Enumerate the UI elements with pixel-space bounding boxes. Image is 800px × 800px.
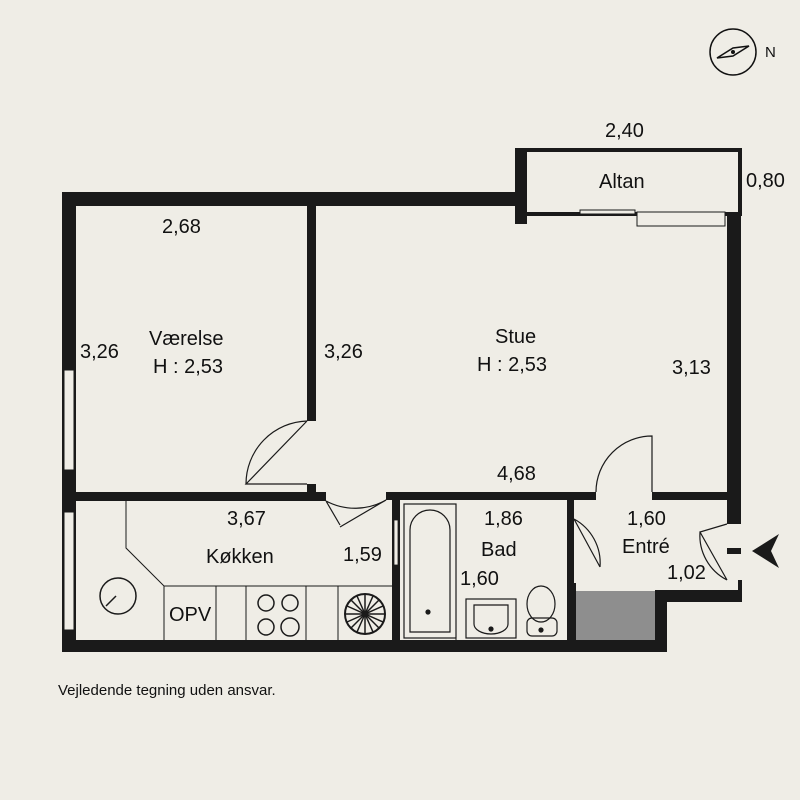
kokken-width: 3,67 bbox=[227, 508, 266, 530]
bad-depth: 1,60 bbox=[460, 568, 499, 590]
vaerelse-length: 3,26 bbox=[80, 341, 119, 363]
entre-depth: 1,02 bbox=[667, 562, 706, 584]
entrance-arrow-icon bbox=[752, 534, 779, 568]
vaerelse-name: Værelse bbox=[149, 328, 223, 350]
kokken-name: Køkken bbox=[206, 546, 274, 568]
disclaimer-text: Vejledende tegning uden ansvar. bbox=[58, 682, 276, 699]
compass-icon bbox=[709, 28, 757, 76]
kokken-appliance-label: OPV bbox=[169, 604, 212, 626]
entre-width: 1,60 bbox=[627, 508, 666, 530]
altan-depth: 0,80 bbox=[746, 170, 785, 192]
interior-walls bbox=[76, 206, 730, 640]
toilet-icon bbox=[526, 585, 558, 637]
shaft bbox=[576, 591, 655, 640]
stove-icon bbox=[257, 594, 300, 637]
stue-height: H : 2,53 bbox=[477, 354, 547, 376]
vaerelse-height: H : 2,53 bbox=[153, 356, 223, 378]
bath-window bbox=[393, 519, 399, 566]
stue-width: 4,68 bbox=[497, 463, 536, 485]
altan-name: Altan bbox=[599, 171, 645, 193]
stue-length-right: 3,13 bbox=[672, 357, 711, 379]
windows bbox=[63, 209, 726, 631]
entre-name: Entré bbox=[622, 536, 670, 558]
altan-width: 2,40 bbox=[605, 120, 644, 142]
compass-north-label: N bbox=[765, 44, 776, 61]
stue-name: Stue bbox=[495, 326, 536, 348]
bad-width: 1,86 bbox=[484, 508, 523, 530]
bad-name: Bad bbox=[481, 539, 517, 561]
washbasin-icon bbox=[465, 598, 517, 639]
kitchen-counter bbox=[125, 501, 392, 640]
stue-length-left: 3,26 bbox=[324, 341, 363, 363]
sink-icon bbox=[99, 577, 137, 615]
vaerelse-width: 2,68 bbox=[162, 216, 201, 238]
exterior-walls bbox=[62, 148, 742, 652]
floor-area bbox=[62, 192, 742, 652]
kokken-depth: 1,59 bbox=[343, 544, 382, 566]
fan-icon bbox=[344, 593, 386, 635]
door-swings bbox=[244, 420, 728, 581]
